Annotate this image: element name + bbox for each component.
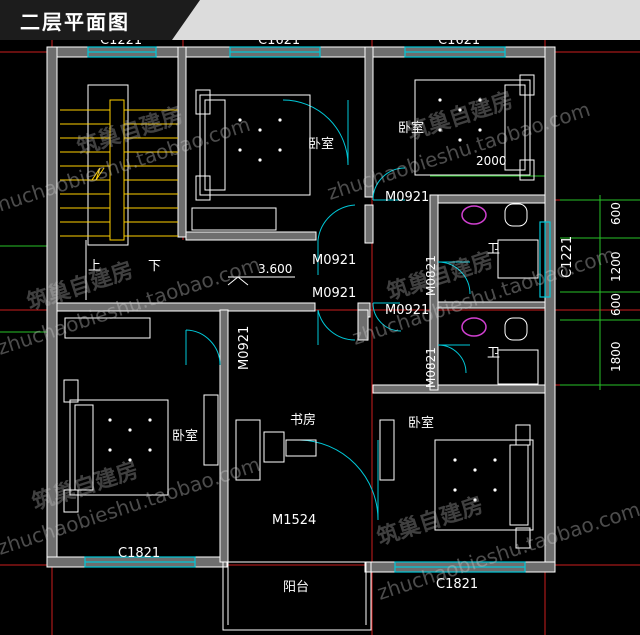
- window-label-right: C1221: [560, 236, 575, 278]
- label-stair-down: 下: [148, 259, 161, 274]
- label-bathroom-2: 卫: [487, 346, 500, 361]
- dim-600-a: 600: [609, 202, 623, 225]
- label-bedroom-4: 卧室: [408, 415, 434, 431]
- window-label-top2: C1621: [258, 40, 300, 48]
- window-label-bottom-left: C1821: [118, 546, 160, 561]
- door-label-2: M0921: [312, 286, 356, 301]
- door-label-study: M1524: [272, 513, 316, 528]
- dim-2000: 2000: [476, 154, 507, 168]
- label-bedroom-3: 卧室: [172, 428, 198, 444]
- door-label-1: M0921: [312, 253, 356, 268]
- door-label-6: M0821: [424, 255, 438, 296]
- elevation-value: 3.600: [258, 262, 292, 276]
- label-stair-up: 上: [88, 259, 101, 274]
- dimension-lines: [0, 175, 640, 390]
- page-title: 二层平面图: [20, 10, 130, 34]
- door-label-7: M0821: [424, 347, 438, 388]
- bed-pattern: [108, 98, 497, 502]
- stairs: [60, 84, 178, 300]
- label-bathroom-1: 卫: [487, 242, 500, 257]
- elevation-marker: [227, 276, 295, 286]
- beds: [63, 74, 535, 549]
- dim-1200: 1200: [609, 251, 623, 282]
- title-tag: 二层平面图: [0, 0, 200, 40]
- door-label-4: M0921: [385, 303, 429, 318]
- window-label-top1: C1221: [100, 40, 142, 48]
- window-label-top3: C1621: [438, 40, 480, 48]
- windows: [84, 46, 551, 573]
- balcony-outline: [222, 561, 372, 631]
- study-furniture: [235, 419, 317, 481]
- bathroom-fixtures: [461, 203, 539, 385]
- watermark-brand-6: 筑巢自建房: [374, 492, 487, 551]
- label-bedroom-2: 卧室: [398, 120, 424, 136]
- window-label-bottom-right: C1821: [436, 577, 478, 592]
- door-label-3: M0921: [385, 190, 429, 205]
- label-study: 书房: [290, 412, 316, 428]
- label-balcony: 阳台: [283, 580, 309, 595]
- dim-600-b: 600: [609, 293, 623, 316]
- door-label-5: M0921: [237, 326, 252, 370]
- wardrobes: [64, 207, 395, 481]
- dim-1800: 1800: [609, 341, 623, 372]
- watermarks: zhuchaobieshu.taobao.com zhuchaobieshu.t…: [0, 87, 640, 605]
- plan-drawing: 卧室 卧室 卧室 卧室 卫 卫 书房 阳台 上 下 M0921 M0921 M0…: [0, 40, 640, 635]
- label-bedroom-1: 卧室: [308, 136, 334, 152]
- door-swings: [185, 99, 471, 521]
